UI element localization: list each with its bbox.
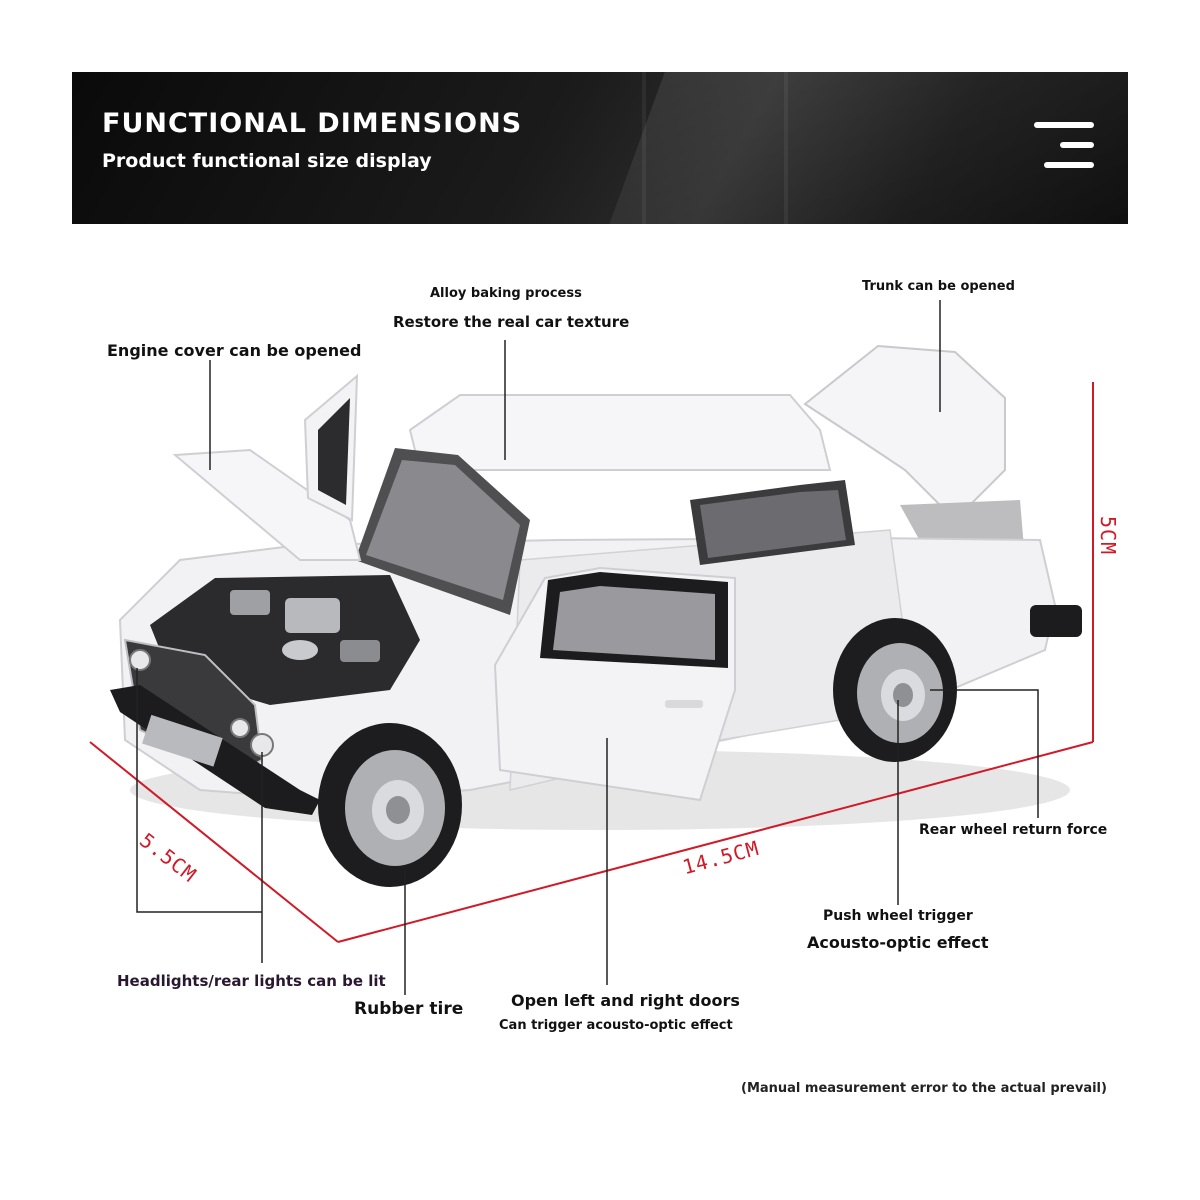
license-plate [142, 714, 223, 767]
engine-part [340, 640, 380, 662]
headlight [230, 718, 250, 738]
dimension-lines [89, 382, 1094, 943]
measurement-note: (Manual measurement error to the actual … [741, 1081, 1107, 1096]
car-roof [408, 394, 832, 471]
callout-alloy-process: Alloy baking process [430, 286, 582, 301]
door-handle [665, 700, 703, 708]
banner-subtitle: Product functional size display [102, 150, 432, 172]
rear-bumper [1030, 605, 1082, 637]
rear-window-glass [700, 490, 846, 558]
callout-open-doors: Open left and right doors [511, 991, 740, 1010]
windshield-glass [366, 460, 520, 600]
callout-trunk: Trunk can be opened [862, 279, 1015, 294]
headlight [129, 649, 151, 671]
banner-title: FUNCTIONAL DIMENSIONS [102, 108, 523, 139]
callout-real-texture: Restore the real car texture [393, 313, 630, 331]
car-model [110, 344, 1082, 887]
callout-door-trigger: Can trigger acousto-optic effect [499, 1018, 733, 1033]
left-door-glass [318, 398, 350, 505]
trunk-lid [803, 344, 1006, 522]
callout-rear-wheel: Rear wheel return force [919, 822, 1108, 838]
menu-icon[interactable] [1032, 120, 1098, 172]
engine-part [285, 598, 340, 633]
header-banner: FUNCTIONAL DIMENSIONS Product functional… [72, 72, 1128, 224]
front-wheel [318, 723, 462, 887]
callout-lines [136, 300, 1039, 995]
callout-headlights: Headlights/rear lights can be lit [117, 972, 386, 990]
open-door-glass [553, 586, 715, 660]
engine-part [282, 640, 318, 660]
hood-cover [172, 448, 362, 561]
dimension-height: 5CM [1096, 516, 1120, 556]
callout-push-wheel: Push wheel trigger [823, 908, 973, 924]
callout-engine-cover: Engine cover can be opened [107, 341, 362, 360]
rear-wheel [833, 618, 957, 762]
engine-part [230, 590, 270, 615]
callout-acousto-optic: Acousto-optic effect [807, 933, 989, 952]
callout-rubber-tire: Rubber tire [354, 999, 464, 1019]
